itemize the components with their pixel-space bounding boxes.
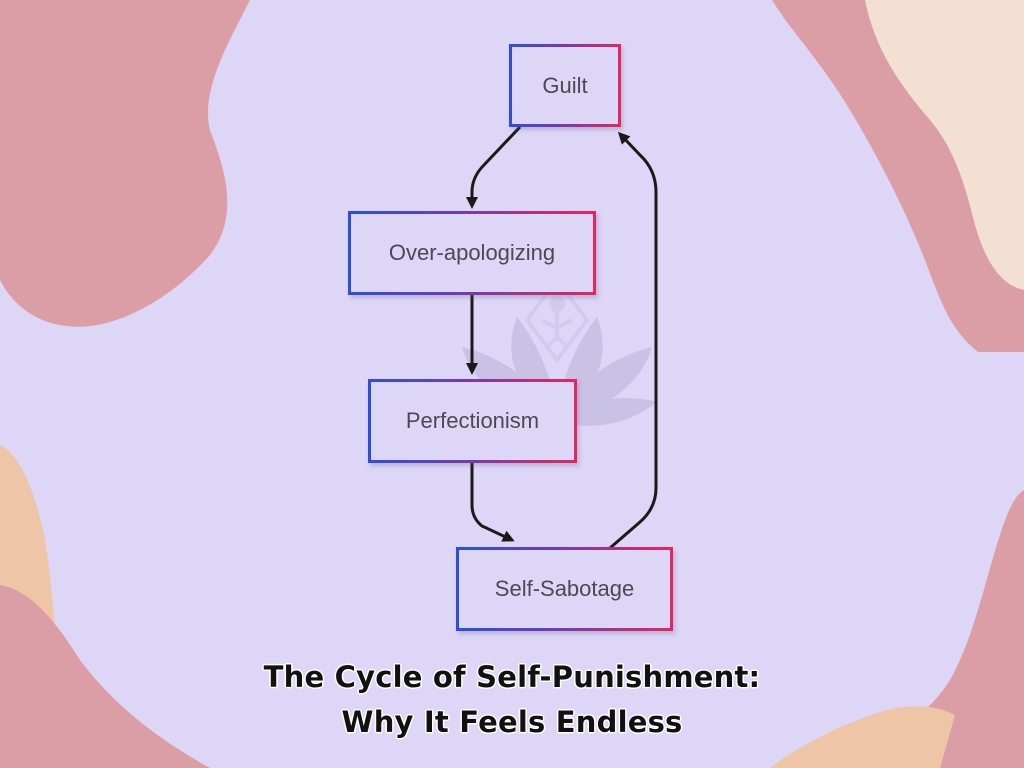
title-line-2: Why It Feels Endless [341,705,683,739]
edge-self-sabotage-to-guilt [609,131,658,550]
blob-bottom-right-tan [770,706,955,768]
node-label: Perfectionism [405,408,540,433]
node-label: Over-apologizing [388,240,556,265]
blob-top-right-peach [865,0,1024,290]
blob-bottom-left-pink [0,585,210,768]
blob-top-left [0,0,250,327]
edge-perfectionism-to-self-sabotage [470,462,515,542]
node-self-sabotage: Self-Sabotage [456,547,673,631]
node-perfectionism: Perfectionism [368,379,577,463]
node-over-apologizing: Over-apologizing [348,211,596,295]
edge-guilt-to-over-apologizing [466,125,522,209]
title-line-1: The Cycle of Self-Punishment: [263,660,761,694]
node-label: Guilt [542,72,588,98]
node-guilt: Guilt [509,44,621,127]
node-label: Self-Sabotage [494,576,635,601]
blob-bottom-right-pink [840,490,1024,768]
